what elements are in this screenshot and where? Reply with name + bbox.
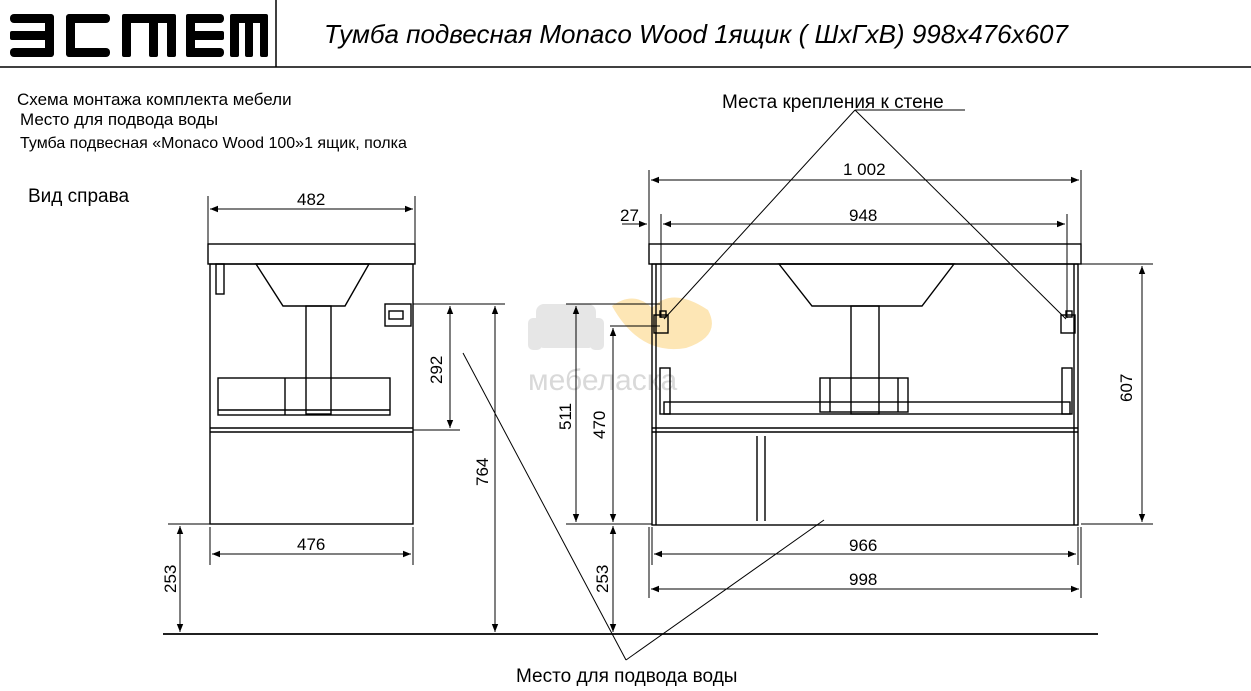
brand-logo-mark bbox=[10, 14, 268, 57]
dim-front-mount-span: 948 bbox=[849, 206, 878, 225]
note-water: Место для подвода воды bbox=[20, 110, 219, 129]
wall-mounts-label: Места крепления к стене bbox=[722, 92, 944, 113]
front-view-dimensions bbox=[566, 170, 1153, 632]
dim-front-outer-width: 998 bbox=[849, 570, 878, 589]
dim-side-width-top: 482 bbox=[297, 190, 326, 209]
brand-logo bbox=[8, 6, 270, 62]
leader-lines bbox=[462, 109, 1067, 661]
dim-front-inner-width: 966 bbox=[849, 536, 878, 555]
side-view-dimensions bbox=[168, 196, 505, 632]
front-view-cabinet bbox=[648, 243, 1082, 526]
dim-front-total-width: 1 002 bbox=[843, 160, 886, 179]
side-view-cabinet bbox=[207, 243, 416, 525]
side-view-label: Вид справа bbox=[28, 186, 130, 207]
water-supply-label: Место для подвода воды bbox=[516, 666, 738, 687]
watermark-sofa-icon bbox=[528, 297, 712, 350]
dim-side-width-bottom: 476 bbox=[297, 535, 326, 554]
dim-front-offset: 27 bbox=[620, 206, 639, 225]
page-title: Тумба подвесная Monaco Wood 1ящик ( ШхГх… bbox=[324, 19, 1068, 49]
header-frame bbox=[0, 0, 1251, 68]
note-product: Тумба подвесная «Monaco Wood 100»1 ящик,… bbox=[20, 135, 407, 152]
note-scheme: Схема монтажа комплекта мебели bbox=[17, 90, 292, 109]
